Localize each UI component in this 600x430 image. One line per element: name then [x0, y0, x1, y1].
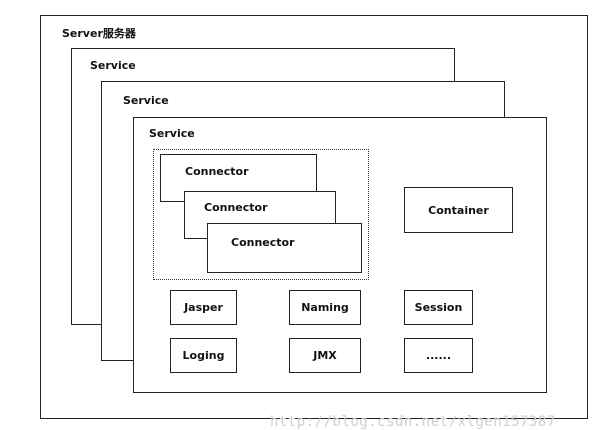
service-label-1: Service — [90, 59, 136, 72]
server-label: Server服务器 — [62, 27, 136, 40]
connector-group — [153, 149, 369, 280]
loging-box: Loging — [170, 338, 237, 373]
ellipsis-box: ...... — [404, 338, 473, 373]
jmx-box: JMX — [289, 338, 361, 373]
connector-box-3 — [207, 223, 362, 273]
session-box: Session — [404, 290, 473, 325]
container-box: Container — [404, 187, 513, 233]
service-label-3: Service — [149, 127, 195, 140]
connector-label-2: Connector — [204, 201, 268, 214]
connector-label-1: Connector — [185, 165, 249, 178]
connector-label-3: Connector — [231, 236, 295, 249]
service-label-2: Service — [123, 94, 169, 107]
watermark-url: http://blog.csdn.net/xlgen157387 — [270, 414, 556, 430]
naming-box: Naming — [289, 290, 361, 325]
jasper-box: Jasper — [170, 290, 237, 325]
